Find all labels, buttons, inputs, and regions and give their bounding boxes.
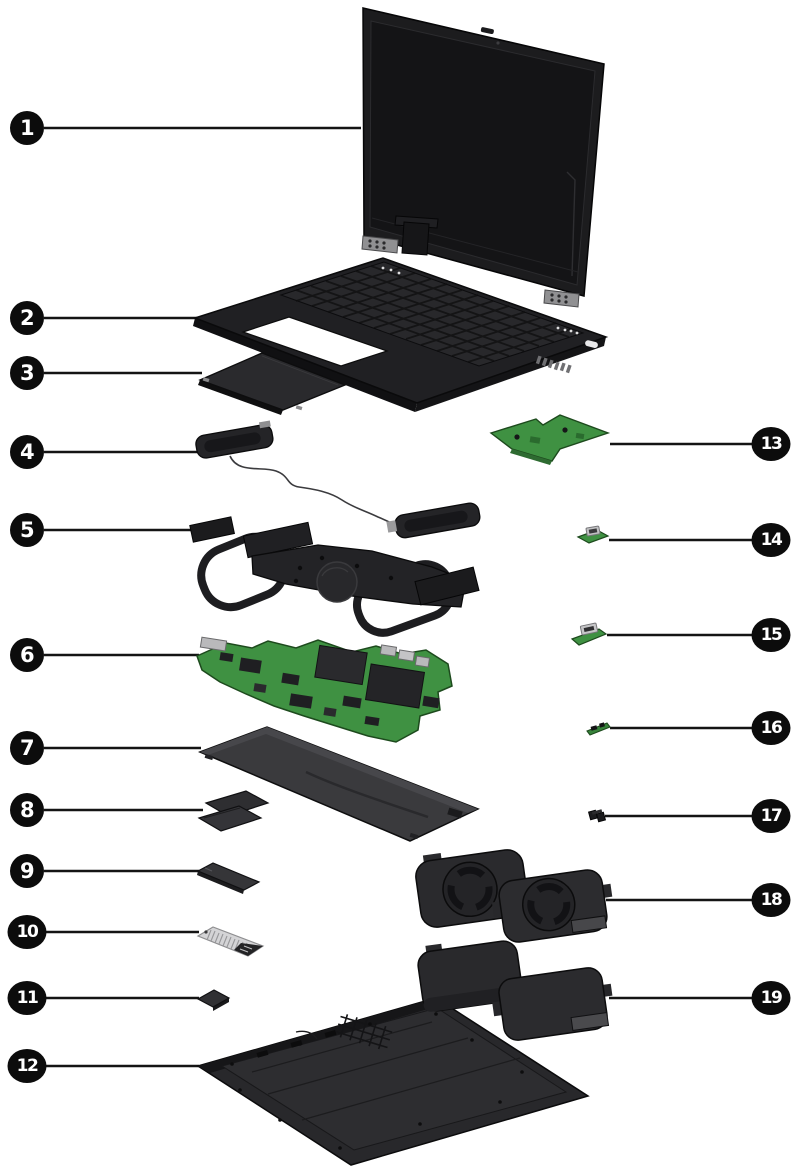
battery xyxy=(197,726,480,842)
callout-3: 3 xyxy=(10,356,44,390)
callout-18: 18 xyxy=(751,883,791,917)
heat-sink xyxy=(189,516,480,637)
vent-grid xyxy=(335,1014,393,1050)
cpu-plate xyxy=(316,561,358,603)
callout-2: 2 xyxy=(10,301,44,335)
board-components xyxy=(219,644,440,727)
status-led-dots xyxy=(381,266,579,335)
touchpad-cutout xyxy=(241,316,389,367)
display-hinge-left-bracket xyxy=(361,235,399,254)
callout-10: 10 xyxy=(7,915,47,949)
touchpad xyxy=(198,352,347,415)
top-cover-keyboard xyxy=(192,257,609,412)
callout-19: 19 xyxy=(751,981,791,1015)
memory-modules xyxy=(197,790,270,832)
callout-13: 13 xyxy=(751,427,791,461)
callout-11: 11 xyxy=(7,981,47,1015)
display-hinge-right-bracket xyxy=(543,289,580,308)
fan-covers xyxy=(417,940,613,1041)
speaker-left xyxy=(195,420,274,459)
board-ports xyxy=(199,636,431,668)
speakers xyxy=(195,420,481,539)
callout-8: 8 xyxy=(10,793,44,827)
webcam-notch xyxy=(480,27,494,35)
display-assembly xyxy=(361,7,605,308)
leader-lines xyxy=(44,126,753,1068)
power-connector-board xyxy=(570,622,608,646)
usb-board xyxy=(489,414,611,465)
callout-15: 15 xyxy=(751,618,791,652)
fan-blades-right xyxy=(527,883,571,927)
speaker-right xyxy=(386,502,481,539)
callout-5: 5 xyxy=(10,513,44,547)
ssd-shield xyxy=(196,926,265,957)
wlan-module xyxy=(196,989,231,1011)
callout-12: 12 xyxy=(7,1049,47,1083)
heat-sink-body xyxy=(251,544,467,608)
connector-board xyxy=(576,525,610,544)
webcam-icon xyxy=(496,41,500,45)
fan-cover-right xyxy=(492,967,613,1041)
system-board xyxy=(196,636,453,743)
callout-16: 16 xyxy=(751,711,791,745)
fan-right xyxy=(491,869,613,943)
callout-9: 9 xyxy=(10,854,44,888)
rear-connector-cutouts xyxy=(256,1029,337,1058)
callout-4: 4 xyxy=(10,435,44,469)
fans xyxy=(415,849,613,943)
bottom-cover xyxy=(196,997,590,1166)
keyboard-area xyxy=(279,261,585,367)
keyboard-key-grid xyxy=(295,265,572,363)
fan-cover-left xyxy=(417,940,523,1012)
callout-6: 6 xyxy=(10,638,44,672)
sensor-board xyxy=(586,722,611,736)
solid-state-drive xyxy=(196,862,261,894)
callout-14: 14 xyxy=(751,523,791,557)
callout-7: 7 xyxy=(10,731,44,765)
side-vents xyxy=(535,355,572,374)
bracket xyxy=(587,809,607,823)
callout-1: 1 xyxy=(10,111,44,145)
side-port xyxy=(585,340,598,348)
speaker-cable xyxy=(229,455,400,528)
callout-17: 17 xyxy=(751,799,791,833)
